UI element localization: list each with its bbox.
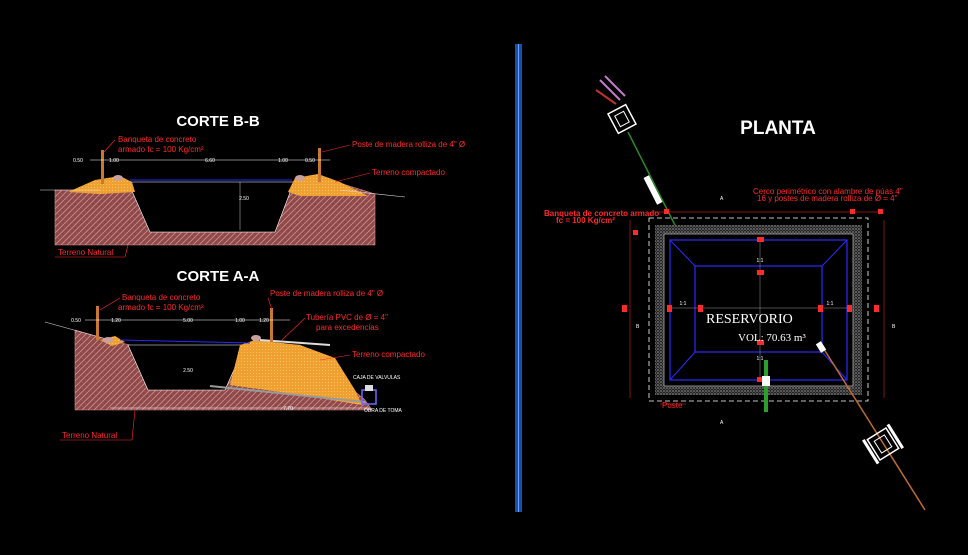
corte-aa-banqueta-2: armado fc = 100 Kg/cm² bbox=[118, 303, 204, 312]
corte-aa-terreno-compactado: Terreno compactado bbox=[352, 350, 425, 359]
svg-text:1.20: 1.20 bbox=[259, 318, 269, 324]
corte-aa-poste: Poste de madera rolliza de 4" Ø bbox=[270, 289, 383, 298]
corte-aa-bottom-dim: 7.70 bbox=[283, 406, 293, 412]
corte-bb-terreno-compactado: Terreno compactado bbox=[372, 168, 445, 177]
svg-text:1:1: 1:1 bbox=[757, 356, 764, 362]
note-banqueta-2: fc = 100 Kg/cm² bbox=[556, 216, 615, 225]
corte-aa-post-left bbox=[96, 306, 99, 340]
svg-text:0.50: 0.50 bbox=[305, 158, 315, 164]
reservorio-label: RESERVORIO bbox=[706, 312, 793, 327]
note-banqueta-1: Banqueta de concreto armado bbox=[544, 209, 659, 218]
corte-bb-depth: 2.50 bbox=[239, 196, 249, 202]
corte-aa-title: CORTE A-A bbox=[177, 268, 260, 285]
corte-aa-dims: 0.50 1.20 5.00 1.00 1.20 bbox=[71, 318, 269, 324]
corte-bb-banqueta-1: Banqueta de concreto bbox=[118, 135, 197, 144]
obra-toma-label: OBRA DE TOMA bbox=[364, 408, 403, 414]
svg-text:1.20: 1.20 bbox=[111, 318, 121, 324]
corte-aa-tuberia-2: para excedencias bbox=[316, 323, 379, 332]
corte-aa-terreno-natural: Terreno Natural bbox=[62, 431, 117, 440]
svg-text:6.60: 6.60 bbox=[205, 158, 215, 164]
corte-bb-soil-right bbox=[288, 174, 368, 196]
corte-aa-section: CORTE A-A 0.50 1.20 5.00 1.00 bbox=[44, 268, 425, 441]
note-fence-2: 16 y postes de madera rolliza de Ø = 4" bbox=[757, 194, 898, 203]
svg-text:A: A bbox=[720, 420, 724, 426]
corte-aa-water-line bbox=[119, 339, 251, 344]
corte-bb-post-left bbox=[101, 150, 104, 184]
caja-valvulas-label: CAJA DE VALVULAS bbox=[353, 375, 401, 381]
corte-aa-pvc-pipe bbox=[209, 385, 366, 403]
planta-red-markers bbox=[622, 209, 883, 382]
svg-text:1:1: 1:1 bbox=[757, 258, 764, 264]
svg-text:1.00: 1.00 bbox=[109, 158, 119, 164]
svg-text:B: B bbox=[892, 324, 896, 330]
overflow-pipe bbox=[815, 341, 926, 511]
corte-aa-soil-right bbox=[230, 340, 362, 405]
poste-label: Poste bbox=[662, 401, 683, 410]
planta-section: PLANTA bbox=[544, 75, 926, 511]
planta-title: PLANTA bbox=[740, 118, 816, 139]
section-markers: A A B B bbox=[636, 196, 896, 426]
slope-labels: 1:1 1:1 1:1 1:1 bbox=[680, 258, 834, 362]
svg-text:A: A bbox=[720, 196, 724, 202]
corte-bb-banqueta-2: armado fc = 100 Kg/cm² bbox=[118, 145, 204, 154]
svg-text:1.00: 1.00 bbox=[235, 318, 245, 324]
svg-text:1:1: 1:1 bbox=[827, 301, 834, 307]
corte-bb-dims: 0.50 1.00 6.60 1.00 0.50 bbox=[73, 158, 315, 164]
corte-bb-poste: Poste de madera rolliza de 4" Ø bbox=[352, 140, 465, 149]
corte-bb-title: CORTE B-B bbox=[176, 113, 259, 130]
sheet-divider bbox=[515, 44, 522, 512]
corte-aa-banqueta-1: Banqueta de concreto bbox=[122, 293, 201, 302]
corte-aa-post-right bbox=[270, 308, 273, 342]
corte-aa-tuberia-1: Tubería PVC de Ø = 4" bbox=[306, 313, 388, 322]
caja-valvulas-box bbox=[361, 385, 377, 405]
corte-bb-terreno-natural: Terreno Natural bbox=[58, 248, 113, 257]
svg-text:1:1: 1:1 bbox=[680, 301, 687, 307]
corte-bb-section: CORTE B-B 0.50 1.00 6.60 1.00 0.50 2.50 bbox=[40, 113, 465, 258]
corte-bb-post-right bbox=[318, 148, 321, 182]
svg-text:B: B bbox=[636, 324, 640, 330]
volume-label: VOL: 70.63 m³ bbox=[738, 332, 806, 344]
svg-text:0.50: 0.50 bbox=[73, 158, 83, 164]
perimeter-fence bbox=[648, 217, 869, 402]
corte-aa-depth: 2.50 bbox=[183, 368, 193, 374]
svg-text:5.00: 5.00 bbox=[183, 318, 193, 324]
svg-text:1.00: 1.00 bbox=[278, 158, 288, 164]
svg-text:0.50: 0.50 bbox=[71, 318, 81, 324]
note-fence-1: Cerco perimétrico con alambre de púas 4" bbox=[753, 187, 903, 196]
